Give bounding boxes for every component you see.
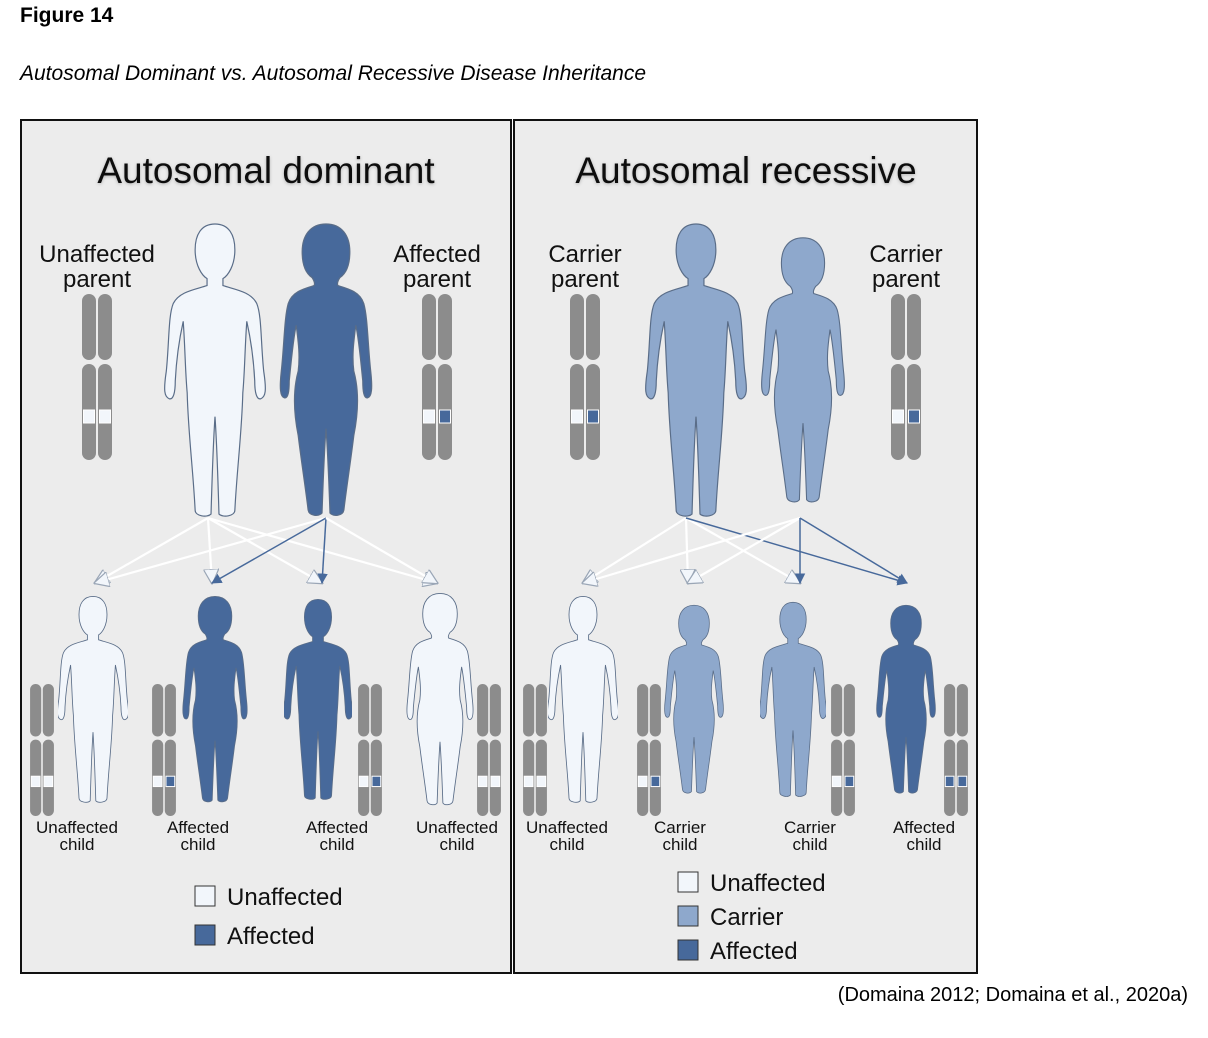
allele-unaffected	[358, 775, 369, 788]
allele-unaffected	[423, 409, 435, 424]
inheritance-arrow	[95, 516, 327, 583]
chromosome-pair	[358, 684, 382, 816]
allele-unaffected	[536, 775, 547, 788]
allele-unaffected	[523, 775, 534, 788]
legend-swatch	[194, 885, 216, 907]
panel-frame	[513, 119, 978, 974]
allele-unaffected	[152, 775, 163, 788]
figure-label: Figure 14	[20, 4, 114, 27]
allele-affected	[587, 409, 599, 424]
allele-unaffected	[83, 409, 95, 424]
chromosome-pair	[152, 684, 176, 816]
inheritance-arrow	[685, 517, 909, 586]
inheritance-arrow	[583, 517, 687, 583]
legend-item-carrier: Carrier	[677, 904, 783, 931]
chromosome-pair	[637, 684, 661, 816]
inheritance-arrow	[317, 517, 328, 585]
allele-affected	[371, 775, 382, 788]
legend-swatch	[677, 905, 699, 927]
allele-affected	[944, 775, 955, 788]
chromosome-pair	[944, 684, 968, 816]
legend-label: Unaffected	[710, 870, 826, 897]
figure-title: Autosomal Dominant vs. Autosomal Recessi…	[20, 62, 647, 85]
inheritance-arrow	[95, 517, 209, 583]
allele-unaffected	[30, 775, 41, 788]
legend-item-unaffected: Unaffected	[194, 884, 343, 911]
chromosome-pair	[477, 684, 501, 816]
allele-affected	[165, 775, 176, 788]
chromosome-pair	[523, 684, 547, 816]
chromosome-pair	[570, 294, 600, 460]
allele-affected	[908, 409, 920, 424]
allele-unaffected	[637, 775, 648, 788]
chromosome-pair	[891, 294, 921, 460]
inheritance-arrow	[207, 517, 322, 583]
allele-unaffected	[99, 409, 111, 424]
legend-item-unaffected: Unaffected	[677, 870, 826, 897]
inheritance-arrow	[583, 516, 801, 583]
allele-affected	[439, 409, 451, 424]
allele-affected	[844, 775, 855, 788]
legend-label: Affected	[227, 923, 315, 950]
panel-frame	[20, 119, 512, 974]
inheritance-arrow	[688, 517, 801, 583]
inheritance-arrow	[207, 516, 437, 583]
allele-unaffected	[831, 775, 842, 788]
inheritance-arrow	[325, 517, 437, 583]
inheritance-arrow	[799, 517, 908, 584]
allele-affected	[650, 775, 661, 788]
allele-unaffected	[43, 775, 54, 788]
legend-swatch	[677, 939, 699, 961]
citation: (Domaina 2012; Domaina et al., 2020a)	[837, 984, 1188, 1006]
legend-label: Carrier	[710, 904, 783, 931]
legend-label: Affected	[710, 938, 798, 965]
allele-affected	[957, 775, 968, 788]
chromosome-pair	[30, 684, 54, 816]
allele-unaffected	[571, 409, 583, 424]
allele-unaffected	[477, 775, 488, 788]
chromosome-pair	[82, 294, 112, 460]
chromosome-pair	[831, 684, 855, 816]
inheritance-arrow	[211, 517, 327, 584]
allele-unaffected	[892, 409, 904, 424]
legend-swatch	[677, 871, 699, 893]
panel-title: Autosomal dominant	[97, 150, 435, 191]
legend-label: Unaffected	[227, 884, 343, 911]
legend-swatch	[194, 924, 216, 946]
chromosome-pair	[422, 294, 452, 460]
allele-unaffected	[490, 775, 501, 788]
legend-item-affected: Affected	[677, 938, 798, 965]
panel-title: Autosomal recessive	[575, 150, 916, 191]
legend-item-affected: Affected	[194, 923, 315, 950]
